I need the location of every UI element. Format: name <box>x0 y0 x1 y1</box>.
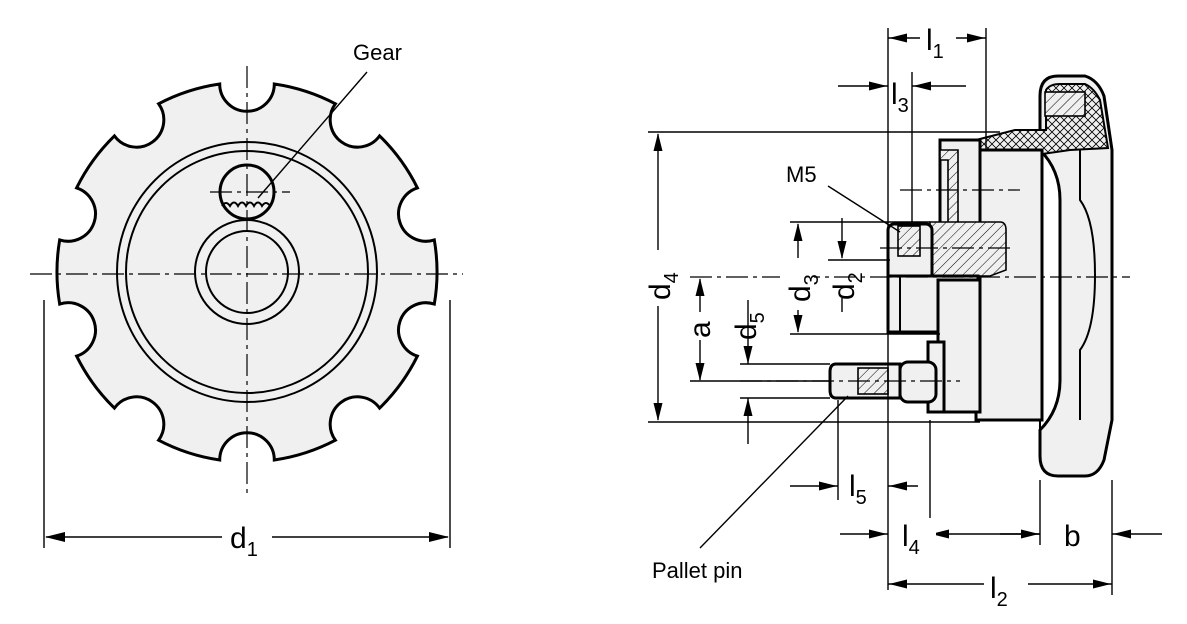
d4-arrow-top <box>653 133 663 151</box>
l1-arrow-right <box>967 33 985 43</box>
a-arrow-top <box>695 278 705 296</box>
d4-label: d4 <box>644 272 683 300</box>
l3-arrow-right <box>913 81 931 91</box>
m5-label: M5 <box>786 162 817 187</box>
gear-teeth-icon <box>221 201 271 209</box>
a-arrow-bottom <box>695 363 705 381</box>
d1-arrow-left <box>45 532 65 542</box>
d5-arrow-top <box>743 346 753 364</box>
l3-label: l3 <box>891 78 909 117</box>
b-label: b <box>1064 520 1081 553</box>
a-label-mask <box>686 312 714 340</box>
pallet-pin-label: Pallet pin <box>652 558 743 583</box>
m5-screw-thread <box>897 225 921 257</box>
l5-label: l5 <box>849 470 867 509</box>
a-label: a <box>684 321 717 338</box>
b-arrow-left <box>1021 529 1039 539</box>
d2-label: d2 <box>828 272 867 300</box>
l1-arrow-left <box>889 33 907 43</box>
l5-arrow-left <box>819 481 837 491</box>
d4-label-mask <box>640 250 676 306</box>
l2-arrow-right <box>1093 579 1111 589</box>
d3-arrow-top <box>793 223 803 241</box>
d5-arrow-bottom <box>743 398 753 416</box>
l4-arrow-left <box>869 529 887 539</box>
knob-body-section <box>1038 74 1114 478</box>
l2-label: l2 <box>990 572 1008 611</box>
side-view: l1 l3 d4 a d5 d3 d2 <box>640 22 1162 611</box>
gear-section <box>929 221 1007 277</box>
d1-label-mask <box>222 520 272 554</box>
l3-arrow-left <box>869 81 887 91</box>
pallet-pin-head <box>898 360 938 404</box>
d4-arrow-bottom <box>653 403 663 421</box>
l4-arrow-right <box>931 529 949 539</box>
b-arrow-right <box>1113 529 1131 539</box>
l5-arrow-right <box>889 481 907 491</box>
d5-label: d5 <box>730 312 769 340</box>
d3-label: d3 <box>784 274 823 302</box>
front-view: Gear d1 <box>30 40 463 561</box>
l2-arrow-left <box>889 579 907 589</box>
l1-label-mask <box>920 22 956 56</box>
l4-label-mask <box>896 518 936 552</box>
d1-label: d1 <box>230 522 258 561</box>
d3-label-mask <box>780 258 814 310</box>
gear-leader <box>257 71 368 199</box>
gear-label: Gear <box>353 40 402 65</box>
pallet-pin-leader <box>699 395 849 549</box>
cap-insert <box>1044 91 1086 117</box>
l2-label-mask <box>984 566 1028 606</box>
knob-outline <box>55 82 439 462</box>
knob-inner-contour <box>1079 150 1097 420</box>
housing <box>974 148 1044 422</box>
d3-arrow-bottom <box>793 315 803 333</box>
l1-label: l1 <box>926 24 944 63</box>
m5-leader <box>827 185 901 233</box>
d1-arrow-right <box>429 532 449 542</box>
l4-label: l4 <box>902 520 920 559</box>
d2-arrow <box>837 241 847 259</box>
b-label-mask <box>1058 518 1092 552</box>
